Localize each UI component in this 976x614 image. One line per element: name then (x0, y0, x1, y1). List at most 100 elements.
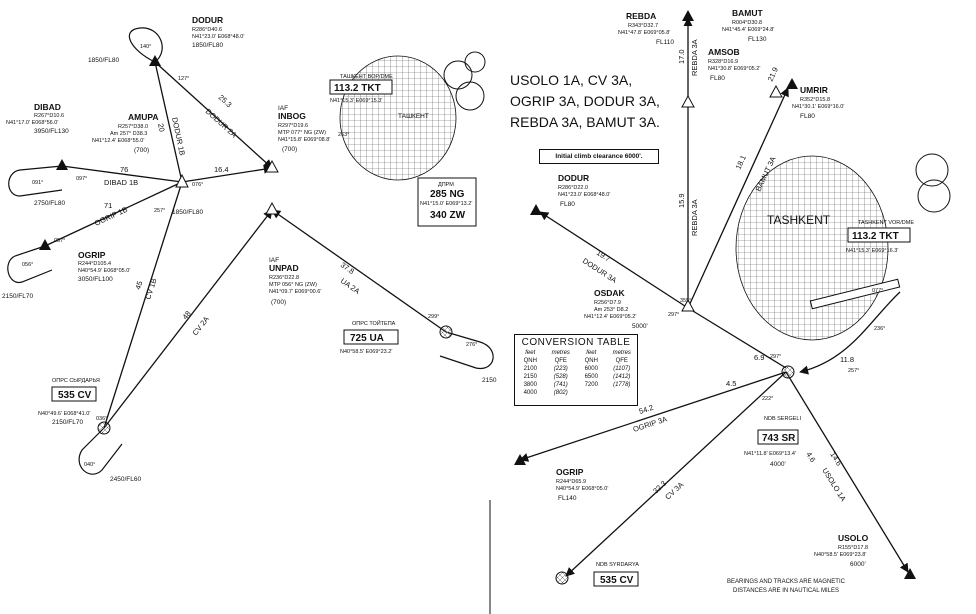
procedure-line-2: OGRIP 3A, DODUR 3A, (510, 93, 660, 109)
svg-text:Am 257° D38.3: Am 257° D38.3 (110, 131, 147, 137)
city-label-right: TASHKENT (767, 213, 831, 227)
leg-dist-bamut-b: 18.1 (734, 154, 748, 171)
ndb-syrdarya-left (97, 421, 111, 435)
svg-text:NDB SYRDARYA: NDB SYRDARYA (596, 562, 639, 568)
svg-text:MTP 077° NG (ZW): MTP 077° NG (ZW) (278, 130, 326, 136)
svg-text:R257°D38.0: R257°D38.0 (118, 124, 148, 130)
conv-header-1: feet (525, 350, 536, 356)
svg-text:743 SR: 743 SR (762, 433, 796, 444)
leg-dist-cv-2a: 48 (180, 309, 192, 321)
procedure-line-1: USOLO 1A, CV 3A, (510, 72, 633, 88)
note-line-1: BEARINGS AND TRACKS ARE MAGNETIC (727, 579, 845, 585)
svg-text:DIBAD: DIBAD (34, 102, 61, 112)
conv-sub-2: QFE (554, 358, 567, 364)
svg-text:N41°45.4' E069°24.8': N41°45.4' E069°24.8' (722, 27, 774, 33)
bearing-8: 056° (22, 262, 33, 268)
label-tashkent-vor-left: ТАШКЕНТ ВОР/DME 113.2 TKT N41°15.3' E069… (329, 74, 393, 104)
initial-climb-box: Initial climb clearance 6000'. (539, 149, 659, 164)
svg-text:113.2 TKT: 113.2 TKT (334, 83, 381, 94)
svg-text:ОПРС ТОЙТЕПА: ОПРС ТОЙТЕПА (352, 319, 396, 327)
svg-text:R155°D17.8: R155°D17.8 (838, 545, 868, 551)
bearing-12: 299° (428, 314, 439, 320)
svg-text:(700): (700) (271, 299, 286, 306)
restricted-area-r2 (917, 179, 951, 213)
svg-text:TASHKENT VOR/DME: TASHKENT VOR/DME (858, 220, 914, 226)
hold-alt-3: 1850/FL80 (88, 57, 119, 64)
fix-usolo (904, 568, 916, 579)
leg-dist-r5: 4.6 (804, 450, 817, 464)
svg-text:FL140: FL140 (558, 495, 577, 502)
label-ogrip-right: OGRIP R244°D65.9 N40°54.9' E068°05.0' FL… (556, 467, 608, 502)
svg-text:MTP 056° NG (ZW): MTP 056° NG (ZW) (269, 282, 317, 288)
leg-dodur-1b (154, 61, 183, 183)
leg-dist-amupa-inbog: 16.4 (214, 165, 229, 174)
leg-dist-dibad-1b: 76 (120, 165, 128, 174)
svg-text:DODUR: DODUR (558, 173, 589, 183)
leg-dibad-1b (61, 165, 183, 183)
fix-ogrip-right (514, 454, 526, 465)
svg-text:535 CV: 535 CV (58, 390, 92, 401)
fix-bamut (786, 78, 798, 89)
bearing-r2: 297° (668, 312, 679, 318)
hold-dibad (8, 165, 63, 197)
svg-text:IAF: IAF (269, 257, 279, 264)
leg-dist-dodur-1b: 20 (156, 123, 167, 133)
svg-text:4000': 4000' (770, 461, 786, 468)
svg-text:FL130: FL130 (748, 36, 767, 43)
leg-dodur-2a (154, 61, 273, 169)
leg-dist-bamut-a: 21.9 (766, 66, 780, 83)
label-amsob: AMSOB R328°D16.9 N41°30.8' E069°05.2' FL… (708, 47, 760, 82)
bearing-13: 263° (338, 132, 349, 138)
bearing-10: 036° (96, 416, 107, 422)
svg-text:OGRIP: OGRIP (78, 250, 106, 260)
label-rebda: REBDA R343°D32.7 N41°47.8' E069°05.8' FL… (618, 11, 674, 46)
svg-text:DODUR: DODUR (192, 15, 223, 25)
label-tashkent-vor-right: TASHKENT VOR/DME 113.2 TKT N41°15.3' E06… (846, 220, 914, 254)
svg-text:6000': 6000' (850, 561, 866, 568)
svg-text:N41°17.0' E068°56.0': N41°17.0' E068°56.0' (6, 120, 58, 126)
fix-dodur-left (149, 55, 161, 66)
conversion-row: 2150 (528) 6500 (1412) (523, 374, 631, 380)
label-ogrip-left: OGRIP R244°D105.4 N40°54.9' E068°05.0' 3… (78, 250, 130, 283)
bearing-2: 140° (140, 44, 151, 50)
svg-text:USOLO: USOLO (838, 533, 869, 543)
svg-text:ОПРС СЫРДАРЬЯ: ОПРС СЫРДАРЬЯ (52, 378, 100, 384)
fix-dodur-right (530, 204, 542, 215)
leg-dist-cv-1b: 45 (133, 280, 144, 291)
svg-text:N41°12.4' E068°55.0': N41°12.4' E068°55.0' (92, 138, 144, 144)
procedure-line-3: REBDA 3A, BAMUT 3A. (510, 114, 660, 130)
ndb-sergeli (781, 365, 795, 379)
label-umrir: UMRIR R352°D15.8 N41°30.1' E069°16.0' FL… (792, 85, 844, 120)
hold-alt-4: 2450/FL60 (110, 476, 141, 483)
leg-dist-ogrip-3a: 54.2 (638, 403, 655, 416)
hold-alt-1: 2750/FL80 (34, 200, 65, 207)
leg-cv-2a (103, 209, 273, 429)
fix-amsob (681, 94, 695, 108)
bearing-r5: 222° (762, 396, 773, 402)
ndb-syrdarya-right (555, 571, 569, 585)
svg-text:R244°D105.4: R244°D105.4 (78, 261, 111, 267)
leg-label-ua-2a: UA 2A (339, 276, 362, 296)
svg-text:R244°D65.9: R244°D65.9 (556, 479, 586, 485)
leg-dist-rebda-a: 17.0 (677, 49, 686, 64)
svg-text:OSDAK: OSDAK (594, 288, 626, 298)
right-panel: TASHKENT REBDA R343°D32.7 N41°47.8' E069… (514, 8, 951, 587)
leg-ogrip-1b (44, 181, 183, 247)
bearing-1: 127° (178, 76, 189, 82)
bearing-7: 057° (54, 238, 65, 244)
svg-text:N41°15.8' E069°08.8': N41°15.8' E069°08.8' (278, 137, 330, 143)
svg-text:ДПРМ: ДПРМ (438, 182, 454, 188)
leg-dist-dodur-2a: 25.3 (217, 93, 234, 109)
svg-text:3050/FL100: 3050/FL100 (78, 276, 113, 283)
leg-label-rebda-3a-lower: REBDA 3A (690, 199, 699, 236)
conversion-table: CONVERSION TABLE feet metres feet metres… (514, 334, 638, 406)
leg-label-dibad-1b: DIBAD 1B (104, 178, 138, 187)
leg-label-cv-1b: CV 1B (143, 277, 158, 300)
leg-label-usolo-1a: USOLO 1A (820, 466, 848, 503)
bearing-r7: 077° (872, 288, 883, 294)
label-dibad-left: DIBAD R267°D10.6 N41°17.0' E068°56.0' 39… (6, 102, 69, 135)
svg-text:N41°15.3' E069°15.3': N41°15.3' E069°15.3' (330, 98, 382, 104)
conversion-row: 4000 (802) (523, 390, 568, 396)
svg-text:R286°D40.6: R286°D40.6 (192, 27, 222, 33)
